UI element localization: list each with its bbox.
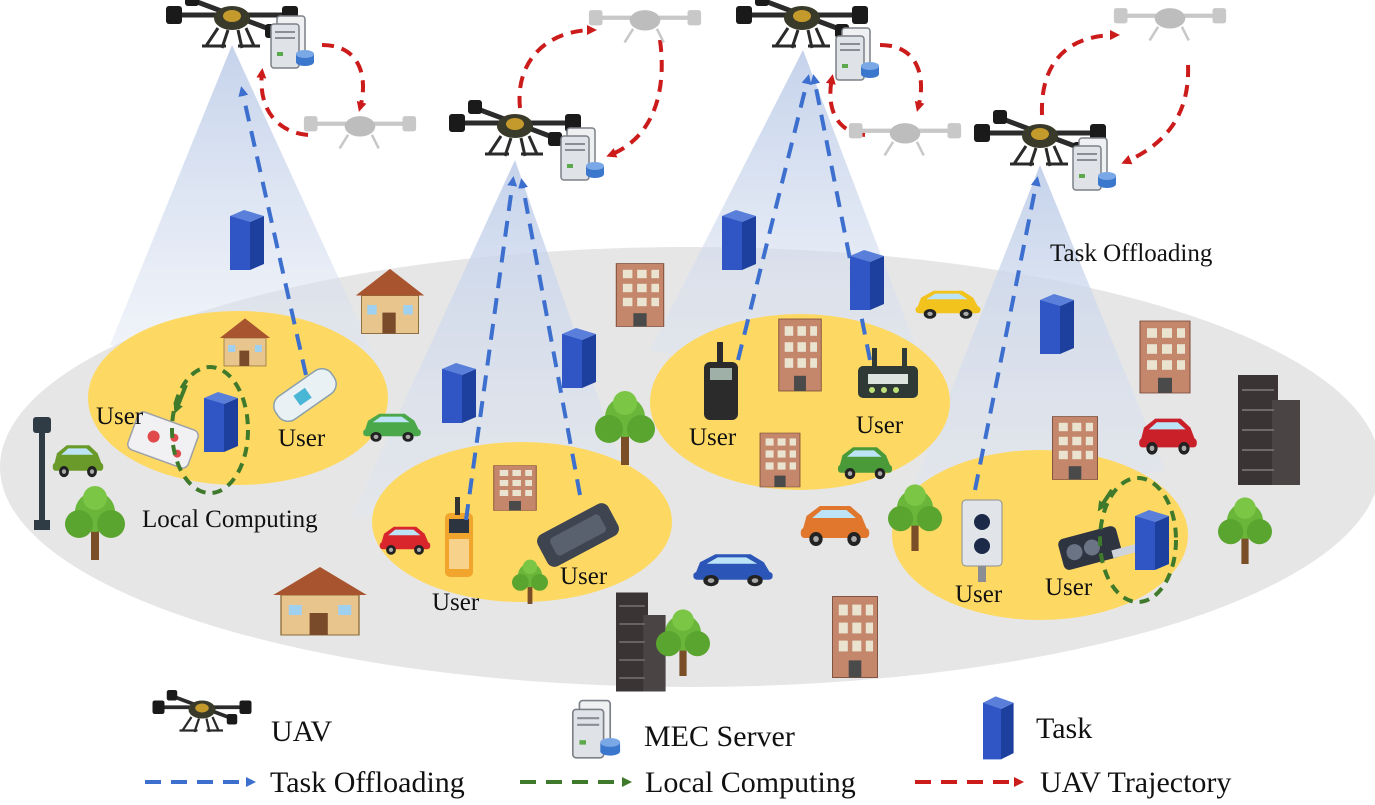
building-icon (1052, 416, 1098, 480)
legend: UAV MEC Server Task Task Offloading Loca… (145, 688, 1231, 799)
mec-server-icon (835, 27, 880, 81)
legend-task-icon (983, 696, 1014, 760)
uav-ghost-icon (589, 10, 701, 42)
offload-arrow (238, 86, 308, 376)
uav-ghost-icon (304, 116, 416, 148)
offload-arrow (464, 176, 518, 521)
user-label: User (689, 424, 737, 451)
uavs (166, 0, 1226, 191)
user-label: User (856, 412, 904, 439)
task-icon (562, 328, 596, 388)
user-label: User (560, 563, 608, 590)
user-devices (127, 342, 1139, 582)
scenery (33, 263, 1301, 693)
building-icon (493, 465, 537, 511)
local-loop-1 (170, 365, 250, 495)
building-icon (615, 263, 665, 327)
local-computing-label: Local Computing (142, 506, 318, 533)
building-icon (759, 432, 801, 488)
legend-local-computing-label: Local Computing (645, 766, 856, 799)
mec-server-icon (1072, 137, 1117, 191)
legend-mec-server-label: MEC Server (644, 720, 795, 753)
task-icon (1040, 294, 1074, 354)
offload-arrow (810, 74, 872, 361)
traffic-signal-icon (961, 499, 1003, 582)
uav-ghost-icon (849, 123, 961, 155)
diagram-labels: User User User User User User User User … (96, 240, 1213, 616)
task-icon (722, 210, 756, 270)
task-offloading-arrows (238, 74, 1041, 521)
user-label: User (278, 425, 326, 452)
legend-uav-label: UAV (271, 715, 332, 748)
street-lamp-icon (33, 417, 51, 530)
beam-uav-4 (900, 165, 1165, 520)
trajectory-arrow (1121, 64, 1191, 165)
trajectory-arrow (1039, 30, 1120, 116)
camera-device-icon (1058, 526, 1139, 570)
offload-arrow (518, 178, 582, 496)
task-offloading-label: Task Offloading (1050, 240, 1213, 267)
task-icon (230, 210, 264, 270)
walkie-talkie-icon (445, 497, 473, 577)
task-icon (1135, 510, 1169, 570)
building-icon (1139, 320, 1191, 394)
trajectory-arrow (321, 43, 367, 112)
legend-task-offloading-label: Task Offloading (270, 766, 465, 799)
building-icon (778, 318, 822, 392)
task-icon (204, 392, 238, 452)
uav-ghost-icon (1114, 8, 1226, 40)
tablet-device-icon (273, 367, 337, 423)
trajectory-arrow (517, 25, 597, 109)
mec-server-icon (270, 15, 315, 69)
card-reader-icon (537, 503, 619, 567)
task-icon (442, 363, 476, 423)
router-device-icon (858, 348, 918, 398)
user-label: User (1045, 574, 1093, 601)
trajectory-arrow (256, 68, 309, 137)
user-label: User (96, 403, 144, 430)
trajectory-arrow (606, 39, 664, 158)
beam-uav-3 (650, 50, 940, 410)
task-icon (850, 250, 884, 310)
legend-mec-server-icon (571, 699, 622, 759)
legend-uav-trajectory-label: UAV Trajectory (1040, 766, 1231, 799)
mec-server-icon (560, 127, 605, 181)
local-computing-loops (170, 365, 1178, 604)
building-icon (832, 596, 878, 678)
radio-device-icon (704, 342, 738, 420)
trajectory-arrow (879, 43, 925, 112)
legend-uav-icon (150, 688, 254, 734)
local-loop-2 (1098, 476, 1178, 604)
offload-arrow (736, 74, 812, 361)
legend-task-label: Task (1036, 712, 1092, 745)
user-label: User (432, 589, 480, 616)
offload-arrow (973, 176, 1041, 491)
iot-sensor-icon (127, 411, 199, 469)
user-label: User (955, 581, 1003, 608)
